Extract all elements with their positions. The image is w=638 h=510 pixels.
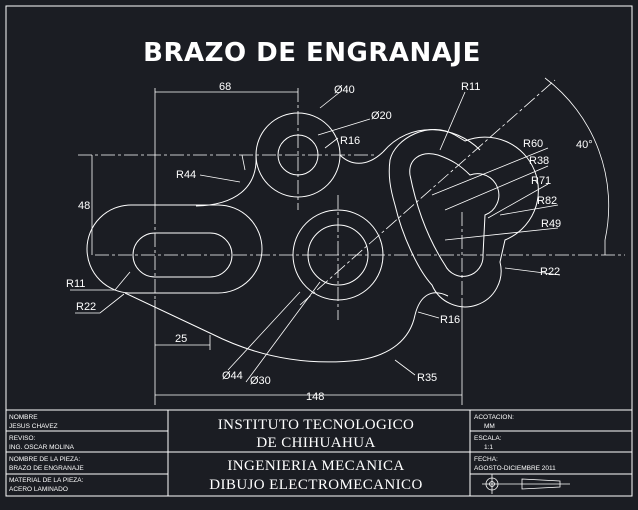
projection-symbol-icon	[482, 474, 570, 494]
material-label: MATERIAL DE LA PIEZA:	[9, 477, 84, 484]
dim-r16-bottom: R16	[440, 314, 460, 326]
dim-d30: Ø30	[250, 375, 271, 387]
top-boss-inner	[277, 134, 319, 176]
center-bore-inner	[307, 224, 369, 286]
nombre-label: NOMBRE	[9, 414, 38, 421]
fecha-label: FECHA:	[474, 456, 498, 463]
dim-r22-right: R22	[540, 266, 560, 278]
dim-r16-top: R16	[340, 135, 360, 147]
center-bore-outer	[292, 209, 384, 301]
part-outline	[124, 129, 481, 363]
dim-48: 48	[78, 200, 90, 212]
dimension-lines	[70, 77, 610, 405]
dim-68: 68	[219, 81, 231, 93]
dim-r49: R49	[541, 218, 561, 230]
reviso-label: REVISO:	[9, 435, 36, 442]
pieza-label: NOMBRE DE LA PIEZA:	[9, 456, 80, 463]
dim-d20: Ø20	[371, 110, 392, 122]
arc-slot	[388, 129, 539, 308]
institute-line-2: DE CHIHUAHUA	[256, 435, 375, 451]
reviso-value: ING. OSCAR MOLINA	[9, 444, 75, 451]
left-slot	[86, 204, 263, 294]
title-block	[6, 409, 632, 496]
dim-r11-top: R11	[461, 81, 480, 93]
dim-148: 148	[306, 391, 324, 403]
dimension-labels: 68 Ø40 Ø20 R16 R44 48 R11 R22 25 Ø44 Ø30…	[66, 81, 593, 403]
dim-r44: R44	[176, 169, 196, 181]
acotacion-label: ACOTACION:	[474, 414, 514, 421]
dim-r60: R60	[523, 138, 543, 150]
drawing-title: BRAZO DE ENGRANAJE	[143, 38, 481, 68]
center-lines	[78, 79, 625, 320]
acotacion-value: MM	[484, 423, 495, 430]
dim-d44: Ø44	[222, 370, 243, 382]
pieza-value: BRAZO DE ENGRANAJE	[9, 465, 84, 472]
dim-r22-left: R22	[76, 301, 96, 313]
dim-angle-40: 40°	[576, 139, 593, 151]
drawing-border	[5, 5, 633, 497]
dept-line-2: DIBUJO ELECTROMECANICO	[209, 477, 422, 493]
nombre-value: JESUS CHAVEZ	[9, 423, 58, 430]
fecha-value: AGOSTO-DICIEMBRE 2011	[474, 465, 556, 472]
escala-value: 1:1	[484, 444, 493, 451]
dim-r11-left: R11	[66, 278, 85, 290]
escala-label: ESCALA:	[474, 435, 502, 442]
dim-r82: R82	[537, 195, 557, 207]
dim-r38: R38	[529, 155, 549, 167]
title-block-text: NOMBRE JESUS CHAVEZ REVISO: ING. OSCAR M…	[9, 414, 556, 493]
dim-25: 25	[175, 333, 187, 345]
dim-r35: R35	[417, 372, 437, 384]
dim-d40: Ø40	[334, 84, 355, 96]
material-value: ACERO LAMINADO	[9, 486, 68, 493]
institute-line-1: INSTITUTO TECNOLOGICO	[218, 417, 415, 433]
dim-r71: R71	[531, 175, 551, 187]
dept-line-1: INGENIERIA MECANICA	[227, 458, 404, 474]
